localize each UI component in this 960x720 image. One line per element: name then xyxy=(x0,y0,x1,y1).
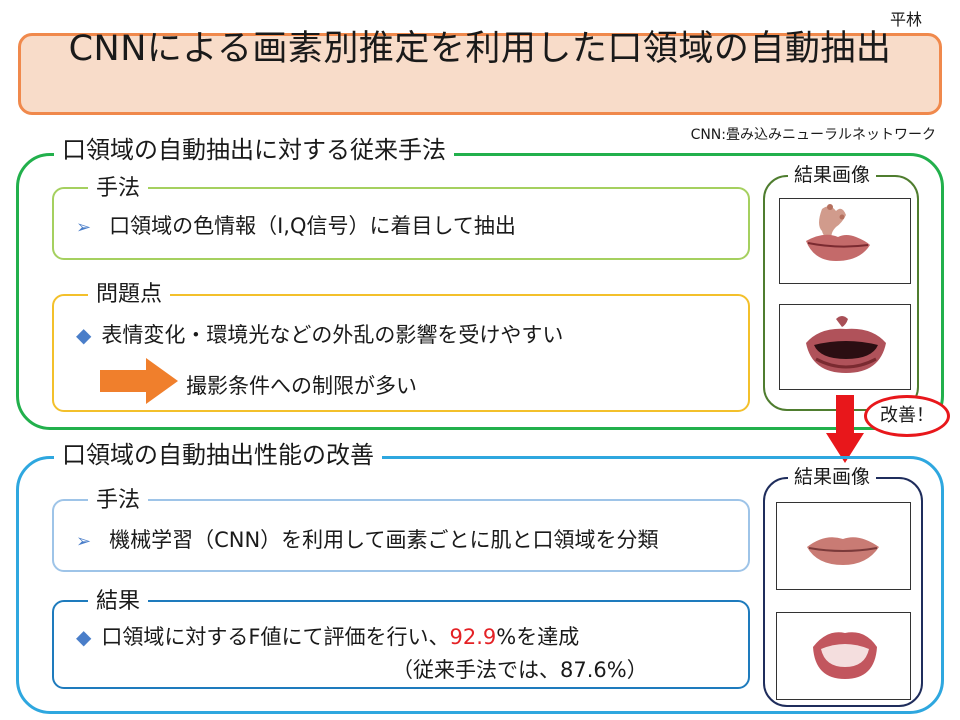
cnn-method-text: 機械学習（CNN）を利用して画素ごとに肌と口領域を分類 xyxy=(109,528,659,552)
cnn-result-line: ◆ 口領域に対するF値にて評価を行い、92.9%を達成 xyxy=(76,621,579,651)
diamond-bullet-icon: ◆ xyxy=(76,625,92,649)
consequence-text: 撮影条件への制限が多い xyxy=(186,374,417,398)
lips-image-icon xyxy=(806,316,886,373)
cnn-result-text-before: 口領域に対するF値にて評価を行い、 xyxy=(101,625,450,649)
problem-box xyxy=(52,294,750,412)
lips-image-icon xyxy=(813,632,877,679)
abbreviation-note: CNN:畳み込みニューラルネットワーク xyxy=(690,127,936,143)
conventional-results-label: 結果画像 xyxy=(788,164,877,186)
problem-text: 表情変化・環境光などの外乱の影響を受けやすい xyxy=(101,323,564,347)
cnn-method-label: 手法 xyxy=(88,488,149,514)
down-arrow-icon xyxy=(826,395,864,463)
lips-image-icon xyxy=(806,204,870,261)
conventional-method-section xyxy=(16,153,944,430)
cnn-method-line: ➢ 機械学習（CNN）を利用して画素ごとに肌と口領域を分類 xyxy=(76,524,659,554)
cnn-results-label: 結果画像 xyxy=(788,466,877,488)
f-value-highlight: 92.9 xyxy=(449,625,497,649)
problem-line: ◆ 表情変化・環境光などの外乱の影響を受けやすい xyxy=(76,319,563,349)
cnn-result-label: 結果 xyxy=(88,589,149,615)
page-title: CNNによる画素別推定を利用した口領域の自動抽出 xyxy=(68,29,892,69)
cnn-result-image-1 xyxy=(776,502,911,590)
diamond-bullet-icon: ◆ xyxy=(76,323,92,347)
conventional-method-line: ➢ 口領域の色情報（I,Q信号）に着目して抽出 xyxy=(76,210,516,240)
comparison-text: （従来手法では、87.6%） xyxy=(392,658,648,682)
cnn-method-box xyxy=(52,499,750,572)
section2-title: 口領域の自動抽出性能の改善 xyxy=(54,441,382,469)
cnn-result-box xyxy=(52,600,750,689)
conventional-result-image-2 xyxy=(779,304,911,390)
conventional-method-box xyxy=(52,187,750,260)
improvement-badge: 改善！ xyxy=(864,395,950,437)
conventional-result-image-1 xyxy=(779,198,911,284)
conventional-method-text: 口領域の色情報（I,Q信号）に着目して抽出 xyxy=(109,214,516,238)
right-arrow-icon xyxy=(100,358,178,404)
author-name: 平林 xyxy=(889,10,922,29)
cnn-result-image-2 xyxy=(776,612,911,700)
improvement-section xyxy=(16,456,944,714)
chevron-bullet-icon: ➢ xyxy=(76,217,92,238)
section1-title: 口領域の自動抽出に対する従来手法 xyxy=(54,136,454,164)
conventional-method-label: 手法 xyxy=(88,176,149,202)
cnn-result-text-after: %を達成 xyxy=(496,625,580,649)
chevron-bullet-icon: ➢ xyxy=(76,531,92,552)
lips-image-icon xyxy=(807,537,879,565)
title-banner xyxy=(18,33,942,115)
problem-label: 問題点 xyxy=(88,282,171,308)
